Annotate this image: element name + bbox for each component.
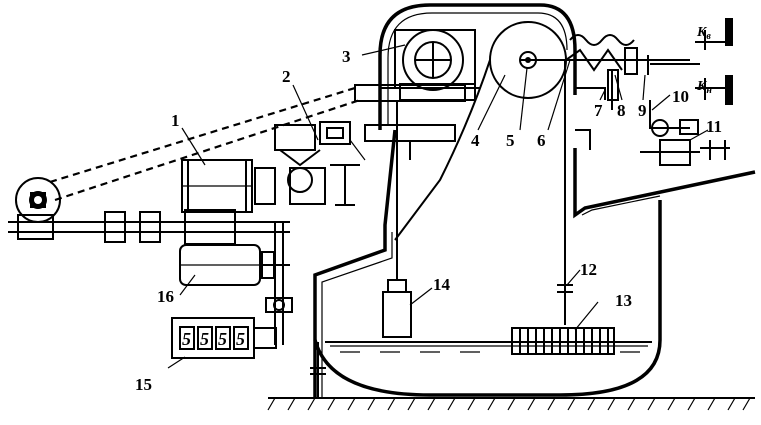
counter-digit-3: 5 (218, 329, 227, 349)
main-shaft (8, 209, 290, 245)
label-6: 6 (537, 131, 546, 150)
label-contact-lower-main: K (696, 79, 708, 94)
contact-assembly (624, 18, 733, 166)
counter-15: 5 5 5 5 (171, 317, 277, 359)
vertical-shaft (265, 222, 293, 345)
label-7: 7 (594, 101, 603, 120)
leader-lines (167, 44, 709, 369)
label-4: 4 (471, 131, 480, 150)
tank (310, 129, 756, 398)
label-5: 5 (506, 131, 515, 150)
label-3: 3 (342, 47, 351, 66)
label-13: 13 (615, 291, 632, 310)
label-16: 16 (157, 287, 174, 306)
output-shaft (354, 84, 466, 160)
label-contact-lower-sub: н (706, 85, 712, 96)
label-11: 11 (706, 117, 722, 136)
counter-digit-4: 5 (236, 329, 245, 349)
label-15: 15 (135, 375, 152, 394)
label-contact-upper-main: K (696, 25, 708, 40)
label-contact-upper-sub: в (706, 31, 711, 42)
label-2: 2 (282, 67, 291, 86)
label-14: 14 (433, 275, 451, 294)
mechanism-2 (274, 121, 366, 206)
float-13 (511, 327, 615, 355)
motor-16 (179, 244, 290, 286)
coil-1 (181, 159, 276, 213)
counter-digit-2: 5 (200, 329, 209, 349)
ground (267, 397, 755, 411)
label-12: 12 (580, 260, 597, 279)
tape-12 (557, 60, 573, 325)
counterweight-14 (382, 100, 412, 338)
spring-6 (520, 34, 690, 72)
label-9: 9 (638, 101, 647, 120)
label-contact-lower: Kн (696, 79, 712, 96)
label-8: 8 (617, 101, 626, 120)
label-1: 1 (171, 111, 180, 130)
counter-digit-1: 5 (182, 329, 191, 349)
drum-3 (399, 29, 476, 101)
chain-drive (49, 86, 361, 202)
label-10: 10 (672, 87, 689, 106)
label-contact-upper: Kв (696, 25, 711, 42)
